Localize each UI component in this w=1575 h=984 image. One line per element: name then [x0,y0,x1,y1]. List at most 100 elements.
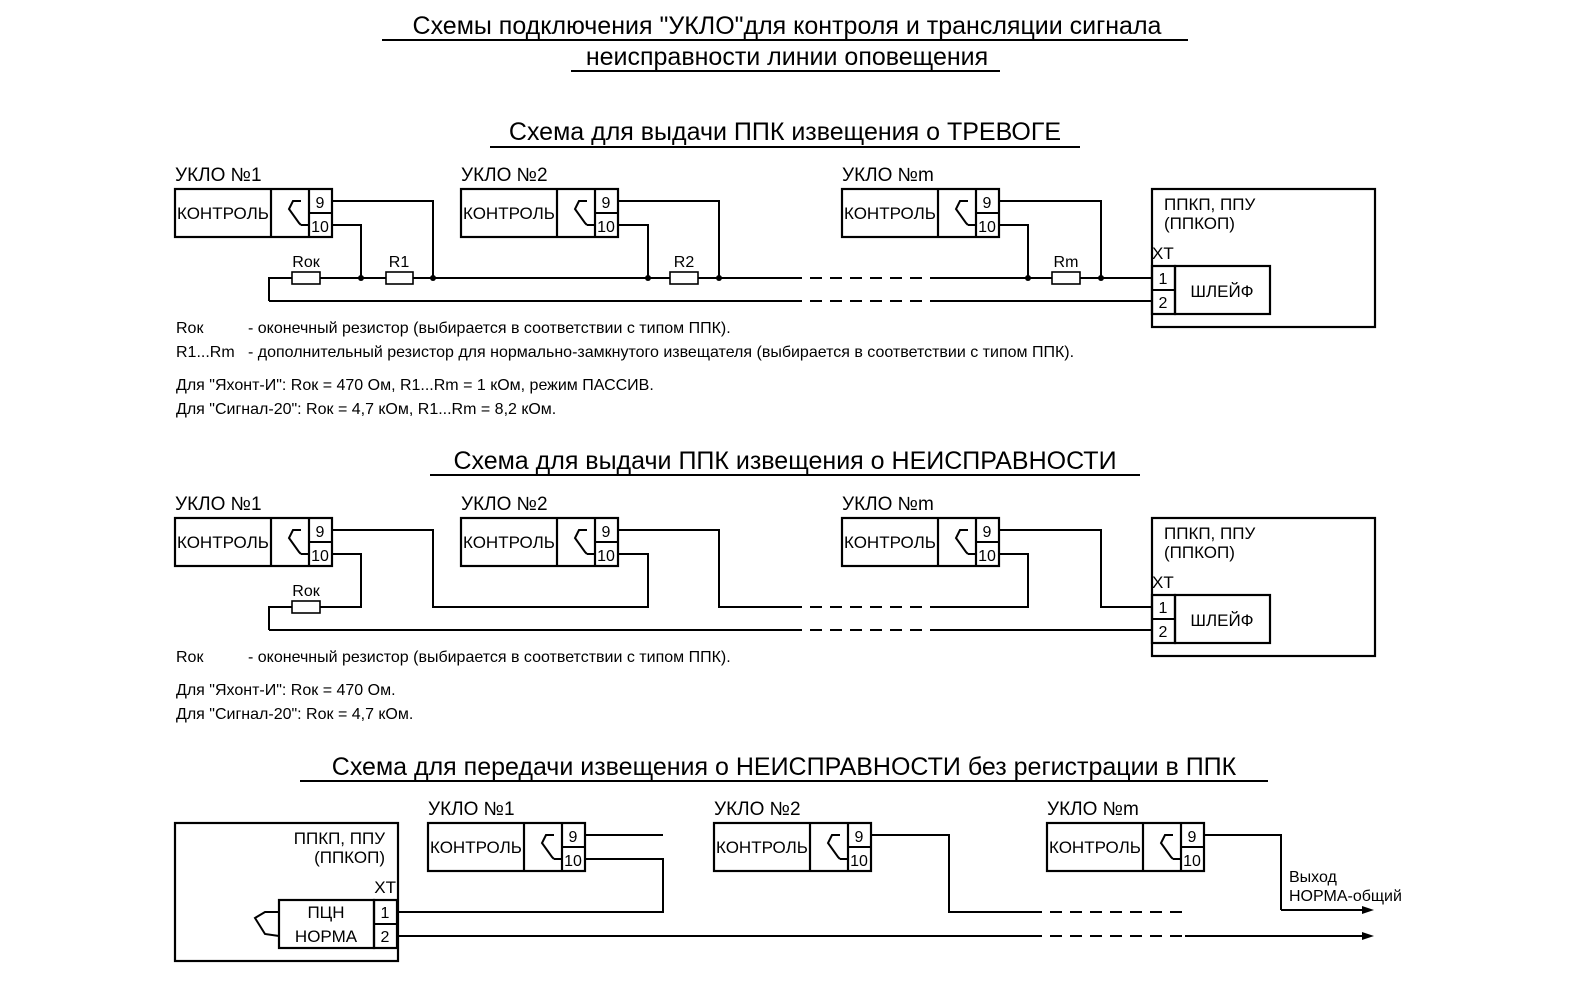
param-yahont: Для "Яхонт-И": Rок = 470 Ом, R1...Rm = 1… [176,377,654,394]
xt-label: XT [374,878,396,897]
note-key: Rок [176,649,204,666]
uklo1-block: КОНТРОЛЬ 9 10 [426,821,587,873]
rok-label: Rок [292,254,320,271]
ppk-label: ППКП, ППУ [294,829,385,848]
rm-label: Rm [1054,254,1079,271]
norma-label: НОРМА [295,927,358,946]
rok-label: Rок [292,583,320,600]
kontrol-label: КОНТРОЛЬ [844,533,936,552]
uklom-block: КОНТРОЛЬ 9 10 [840,187,1001,239]
pcn-label: ПЦН [307,903,344,922]
param-signal20: Для "Сигнал-20": Rок = 4,7 кОм. [176,706,413,723]
uklo2-block: КОНТРОЛЬ 9 10 [459,516,620,568]
resistor-rok [291,600,321,614]
pin-9: 9 [983,524,992,541]
uklo1-label: УКЛО №1 [175,165,262,186]
kontrol-label: КОНТРОЛЬ [844,204,936,223]
uklo2-label: УКЛО №2 [714,799,801,820]
note-key: R1...Rm [176,344,235,361]
ppk-panel: ППКП, ППУ (ППКОП) XT 1 2 ШЛЕЙФ [1150,516,1377,658]
uklom-block: КОНТРОЛЬ 9 10 [840,516,1001,568]
ppk-label: ППКП, ППУ [1164,524,1255,543]
xt-pin-2: 2 [1159,295,1168,312]
uklo1-label: УКЛО №1 [175,494,262,515]
pin-10: 10 [597,548,615,565]
uklo1-block: КОНТРОЛЬ 9 10 [173,516,334,568]
output-label: Выход [1289,869,1338,886]
section1-heading: Схема для выдачи ППК извещения о ТРЕВОГЕ [509,118,1061,146]
section-transmit-scheme: Схема для передачи извещения о НЕИСПРАВН… [173,753,1402,963]
uklom-block: КОНТРОЛЬ 9 10 [1045,821,1206,873]
pin-10: 10 [978,548,996,565]
section1-wires [268,200,1152,302]
output-label-2: НОРМА-общий [1289,888,1402,905]
r2-label: R2 [674,254,695,271]
kontrol-label: КОНТРОЛЬ [716,838,808,857]
uklom-label: УКЛО №m [1047,799,1139,820]
main-title-line2: неисправности линии оповещения [586,43,988,71]
pin-10: 10 [1183,853,1201,870]
pin-9: 9 [602,195,611,212]
xt-label: XT [1152,244,1174,263]
uklo1-block: КОНТРОЛЬ 9 10 [173,187,334,239]
resistor-r2 [669,271,699,285]
xt-pin-1: 1 [1159,600,1168,617]
pin-9: 9 [602,524,611,541]
section2-heading: Схема для выдачи ППК извещения о НЕИСПРА… [453,447,1116,475]
kontrol-label: КОНТРОЛЬ [430,838,522,857]
uklo1-label: УКЛО №1 [428,799,515,820]
pin-10: 10 [597,219,615,236]
uklo2-block: КОНТРОЛЬ 9 10 [459,187,620,239]
section-alarm-scheme: Схема для выдачи ППК извещения о ТРЕВОГЕ… [173,118,1377,418]
note-text: - оконечный резистор (выбирается в соотв… [248,320,731,337]
kontrol-label: КОНТРОЛЬ [463,533,555,552]
kontrol-label: КОНТРОЛЬ [1049,838,1141,857]
kontrol-label: КОНТРОЛЬ [177,533,269,552]
ppk-panel: ППКП, ППУ (ППКОП) XT ПЦН НОРМА 1 2 [173,821,400,963]
resistor-r1 [385,271,414,285]
xt-pin-2: 2 [381,929,390,946]
param-signal20: Для "Сигнал-20": Rок = 4,7 кОм, R1...Rm … [176,401,556,418]
kontrol-label: КОНТРОЛЬ [177,204,269,223]
ppk-panel: ППКП, ППУ (ППКОП) XT 1 2 ШЛЕЙФ [1150,187,1377,329]
pin-9: 9 [983,195,992,212]
xt-pin-2: 2 [1159,624,1168,641]
section3-wires [397,834,1374,940]
uklom-label: УКЛО №m [842,165,934,186]
section2-wires [268,529,1152,631]
pin-10: 10 [978,219,996,236]
pin-10: 10 [311,219,329,236]
pin-9: 9 [855,829,864,846]
xt-pin-1: 1 [1159,271,1168,288]
uklo2-label: УКЛО №2 [461,494,548,515]
pin-9: 9 [1188,829,1197,846]
pin-9: 9 [316,524,325,541]
pin-10: 10 [850,853,868,870]
resistor-rm [1051,271,1081,285]
ppk-label-2: (ППКОП) [1164,543,1235,562]
section3-heading: Схема для передачи извещения о НЕИСПРАВН… [332,753,1237,781]
pin-10: 10 [564,853,582,870]
ppk-label-2: (ППКОП) [314,848,385,867]
r1-label: R1 [389,254,410,271]
uklom-label: УКЛО №m [842,494,934,515]
pin-10: 10 [311,548,329,565]
shleif-label: ШЛЕЙФ [1190,611,1253,630]
param-yahont: Для "Яхонт-И": Rок = 470 Ом. [176,682,396,699]
main-title-line1: Схемы подключения "УКЛО"для контроля и т… [413,12,1162,40]
ppk-label: ППКП, ППУ [1164,195,1255,214]
xt-label: XT [1152,573,1174,592]
xt-pin-1: 1 [381,905,390,922]
uklo2-block: КОНТРОЛЬ 9 10 [712,821,873,873]
ppk-label-2: (ППКОП) [1164,214,1235,233]
pin-9: 9 [316,195,325,212]
note-text: - дополнительный резистор для нормально-… [248,344,1074,361]
pin-9: 9 [569,829,578,846]
kontrol-label: КОНТРОЛЬ [463,204,555,223]
note-key: Rок [176,320,204,337]
resistor-rok [291,271,321,285]
shleif-label: ШЛЕЙФ [1190,282,1253,301]
section-fault-scheme: Схема для выдачи ППК извещения о НЕИСПРА… [173,447,1377,723]
uklo2-label: УКЛО №2 [461,165,548,186]
